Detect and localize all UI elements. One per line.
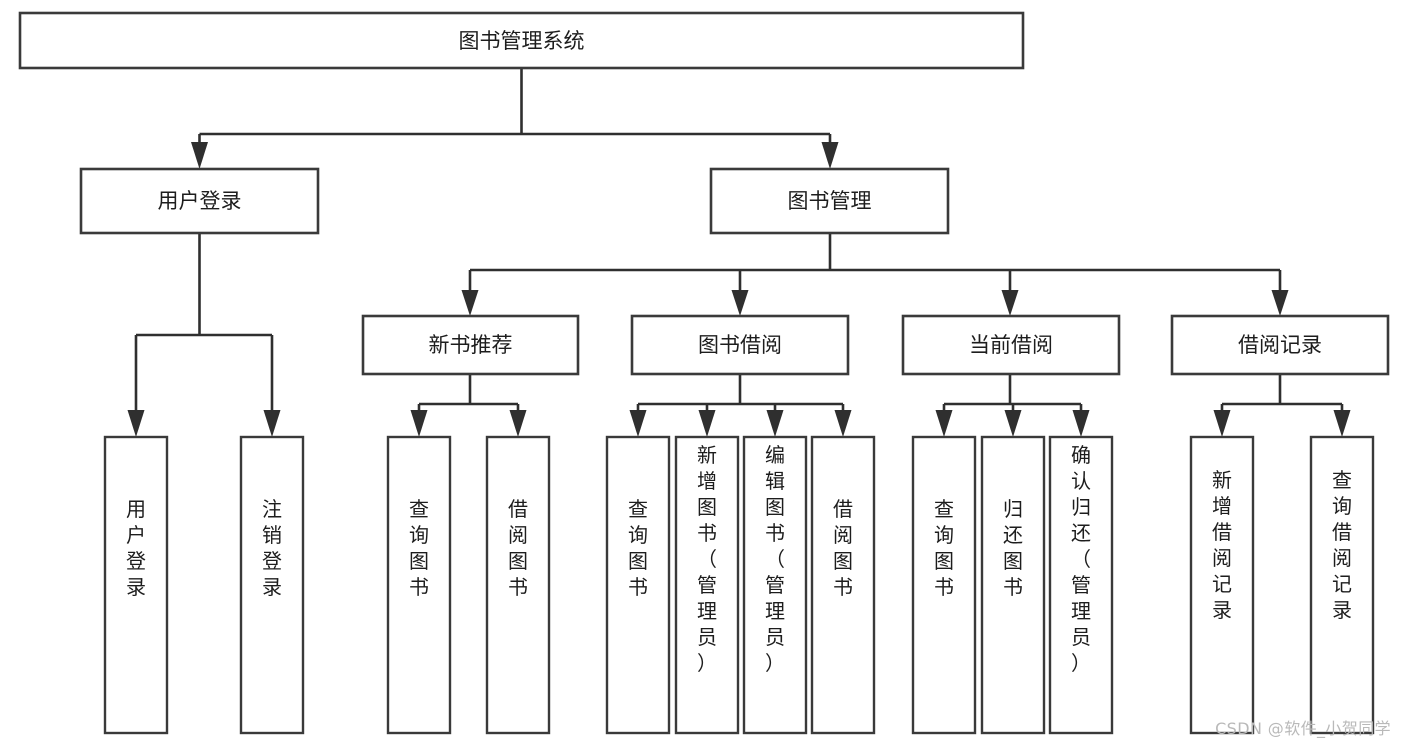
- node-current-confirm-return-label: 确认归还（管理员）: [1071, 443, 1091, 675]
- arrow-head-current-borrow: [1001, 290, 1019, 316]
- arrow-head-borrow-edit-book: [766, 410, 784, 437]
- node-current-query-book[interactable]: 查询图书: [911, 435, 977, 735]
- node-user-login-logout[interactable]: 注销登录: [239, 435, 305, 735]
- node-records-add-record[interactable]: 新增借阅记录: [1189, 435, 1255, 735]
- node-current-return-book[interactable]: 归还图书: [980, 435, 1046, 735]
- node-recommend-borrow-book-label: 借阅图书: [508, 497, 528, 599]
- node-root[interactable]: 图书管理系统: [18, 11, 1025, 70]
- arrow-head-borrow-add-book: [698, 410, 716, 437]
- node-current-borrow-box[interactable]: [901, 314, 1121, 376]
- node-borrow-edit-book[interactable]: 编辑图书（管理员）: [742, 435, 808, 735]
- node-borrow-query-book[interactable]: 查询图书: [605, 435, 671, 735]
- node-records-add-record-label: 新增借阅记录: [1212, 468, 1232, 622]
- node-borrow-records-label: 借阅记录: [1238, 333, 1322, 357]
- node-borrow-add-book[interactable]: 新增图书（管理员）: [674, 435, 740, 735]
- arrow-head-borrow-borrow-book: [834, 410, 852, 437]
- node-records-add-record-box[interactable]: [1189, 435, 1255, 735]
- node-borrow-borrow-book-box[interactable]: [810, 435, 876, 735]
- node-book-management[interactable]: 图书管理: [709, 167, 950, 235]
- node-records-query-record-box[interactable]: [1309, 435, 1375, 735]
- arrow-head-borrow-query-book: [629, 410, 647, 437]
- node-recommend-query-book-label: 查询图书: [409, 497, 429, 599]
- node-new-book-recommend[interactable]: 新书推荐: [361, 314, 580, 376]
- arrow-head-recommend-borrow-book: [509, 410, 527, 437]
- arrow-head-user-login-login: [127, 410, 145, 437]
- node-current-confirm-return-box[interactable]: [1048, 435, 1114, 735]
- node-user-login-login-label: 用户登录: [126, 497, 146, 599]
- arrow-head-new-book-recommend: [461, 290, 479, 316]
- node-root-label: 图书管理系统: [459, 29, 585, 53]
- node-user-login-label: 用户登录: [158, 189, 242, 213]
- connector-layer: [127, 68, 1351, 437]
- node-user-login-logout-box[interactable]: [239, 435, 305, 735]
- node-borrow-records[interactable]: 借阅记录: [1170, 314, 1390, 376]
- node-recommend-borrow-book-box[interactable]: [485, 435, 551, 735]
- node-current-borrow[interactable]: 当前借阅: [901, 314, 1121, 376]
- node-root-box[interactable]: [18, 11, 1025, 70]
- arrow-head-recommend-query-book: [410, 410, 428, 437]
- node-book-management-label: 图书管理: [788, 189, 872, 213]
- node-user-login[interactable]: 用户登录: [79, 167, 320, 235]
- node-current-confirm-return[interactable]: 确认归还（管理员）: [1048, 435, 1114, 735]
- arrow-head-book-management: [821, 142, 839, 169]
- node-user-login-logout-label: 注销登录: [262, 497, 282, 599]
- node-user-login-box[interactable]: [79, 167, 320, 235]
- node-current-borrow-label: 当前借阅: [969, 333, 1053, 357]
- arrow-head-user-login: [191, 142, 208, 169]
- node-borrow-query-book-box[interactable]: [605, 435, 671, 735]
- node-book-borrow-label: 图书借阅: [698, 333, 782, 357]
- arrow-head-current-query-book: [935, 410, 953, 437]
- arrow-head-current-confirm-return: [1072, 410, 1090, 437]
- node-new-book-recommend-label: 新书推荐: [429, 333, 513, 357]
- node-borrow-edit-book-box[interactable]: [742, 435, 808, 735]
- node-borrow-records-box[interactable]: [1170, 314, 1390, 376]
- node-recommend-borrow-book[interactable]: 借阅图书: [485, 435, 551, 735]
- arrow-head-user-login-logout: [263, 410, 281, 437]
- node-borrow-borrow-book[interactable]: 借阅图书: [810, 435, 876, 735]
- node-recommend-query-book-box[interactable]: [386, 435, 452, 735]
- arrow-head-book-borrow: [731, 290, 749, 316]
- node-records-query-record[interactable]: 查询借阅记录: [1309, 435, 1375, 735]
- node-borrow-borrow-book-label: 借阅图书: [833, 497, 853, 599]
- arrow-head-current-return-book: [1004, 410, 1022, 437]
- node-records-query-record-label: 查询借阅记录: [1332, 468, 1352, 622]
- node-current-query-book-label: 查询图书: [934, 497, 954, 599]
- node-book-management-box[interactable]: [709, 167, 950, 235]
- arrow-head-borrow-records: [1271, 290, 1289, 316]
- arrow-head-records-add-record: [1213, 410, 1231, 437]
- arrow-head-records-query-record: [1333, 410, 1351, 437]
- node-current-return-book-label: 归还图书: [1003, 497, 1023, 599]
- node-user-login-login-box[interactable]: [103, 435, 169, 735]
- node-book-borrow[interactable]: 图书借阅: [630, 314, 850, 376]
- node-current-query-book-box[interactable]: [911, 435, 977, 735]
- node-book-borrow-box[interactable]: [630, 314, 850, 376]
- node-borrow-add-book-label: 新增图书（管理员）: [697, 443, 717, 675]
- node-user-login-login[interactable]: 用户登录: [103, 435, 169, 735]
- node-borrow-edit-book-label: 编辑图书（管理员）: [765, 443, 785, 675]
- node-recommend-query-book[interactable]: 查询图书: [386, 435, 452, 735]
- node-borrow-query-book-label: 查询图书: [628, 497, 648, 599]
- node-borrow-add-book-box[interactable]: [674, 435, 740, 735]
- node-current-return-book-box[interactable]: [980, 435, 1046, 735]
- node-new-book-recommend-box[interactable]: [361, 314, 580, 376]
